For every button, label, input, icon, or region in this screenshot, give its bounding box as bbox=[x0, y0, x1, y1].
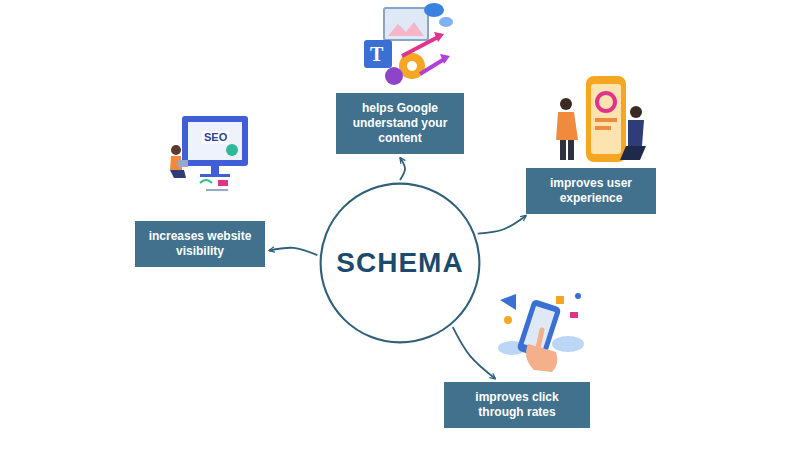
box-text: helps Google understand your content bbox=[346, 101, 454, 146]
growth-arrow bbox=[420, 58, 446, 74]
user-experience-icon bbox=[556, 76, 646, 162]
benefit-box: improves user experience bbox=[526, 168, 656, 214]
laptop bbox=[178, 160, 188, 167]
small-icon bbox=[575, 293, 581, 299]
content-icon bbox=[364, 3, 453, 85]
person-legs bbox=[170, 170, 186, 178]
growth-arrow-head bbox=[440, 54, 450, 64]
person-legs bbox=[560, 140, 574, 160]
megaphone bbox=[500, 294, 516, 310]
box-text: improves user experience bbox=[536, 176, 646, 206]
center-title: SCHEMA bbox=[336, 247, 463, 279]
click-through-icon bbox=[498, 293, 584, 372]
phone-screen bbox=[524, 306, 555, 350]
picture-frame bbox=[384, 8, 428, 40]
person-body bbox=[556, 112, 578, 140]
phone bbox=[586, 76, 626, 162]
arrow-connector bbox=[269, 248, 317, 255]
monitor-stand bbox=[211, 166, 219, 174]
arrow-connector bbox=[400, 158, 405, 181]
benefit-box: increases website visibility bbox=[135, 221, 265, 267]
screen-bar bbox=[595, 118, 617, 122]
arrow-connector bbox=[478, 215, 527, 233]
small-icon bbox=[206, 189, 228, 191]
arrow-connector bbox=[453, 327, 496, 379]
play-dot bbox=[385, 67, 403, 85]
center-circle: SCHEMA bbox=[319, 182, 481, 344]
small-icon bbox=[570, 312, 578, 318]
box-text: improves click through rates bbox=[454, 390, 580, 420]
box-text: increases website visibility bbox=[145, 229, 255, 259]
speech-bubble bbox=[439, 17, 453, 27]
circle-shape bbox=[321, 184, 480, 343]
growth-arrow bbox=[402, 36, 440, 56]
speech-bubble bbox=[424, 3, 444, 17]
picture-mountain bbox=[388, 22, 424, 36]
text-tile bbox=[364, 40, 392, 68]
screen-bar bbox=[595, 126, 611, 130]
monitor-base bbox=[200, 174, 230, 177]
monitor-screen bbox=[188, 122, 242, 160]
screen-chart bbox=[597, 93, 615, 111]
person-head bbox=[560, 98, 572, 110]
person-legs bbox=[620, 146, 646, 160]
small-icon bbox=[218, 180, 228, 186]
benefit-box: helps Google understand your content bbox=[336, 93, 464, 154]
phone-screen bbox=[591, 84, 621, 154]
icon-letter: T bbox=[370, 44, 383, 64]
gear-hub bbox=[407, 61, 417, 71]
cloud bbox=[552, 336, 584, 352]
small-icon bbox=[200, 180, 212, 183]
person-head bbox=[630, 106, 642, 118]
screen-text: SEO bbox=[202, 131, 229, 144]
small-icon bbox=[556, 296, 564, 304]
person-head bbox=[171, 145, 181, 155]
benefit-box: improves click through rates bbox=[444, 382, 590, 428]
phone bbox=[516, 299, 561, 360]
growth-arrow-head bbox=[434, 32, 444, 42]
person-body bbox=[628, 120, 644, 146]
hand bbox=[526, 344, 557, 372]
seo-monitor-icon bbox=[170, 116, 248, 190]
small-icon bbox=[504, 316, 512, 324]
finger bbox=[538, 330, 542, 348]
screen-gear bbox=[226, 144, 238, 156]
monitor bbox=[182, 116, 248, 166]
